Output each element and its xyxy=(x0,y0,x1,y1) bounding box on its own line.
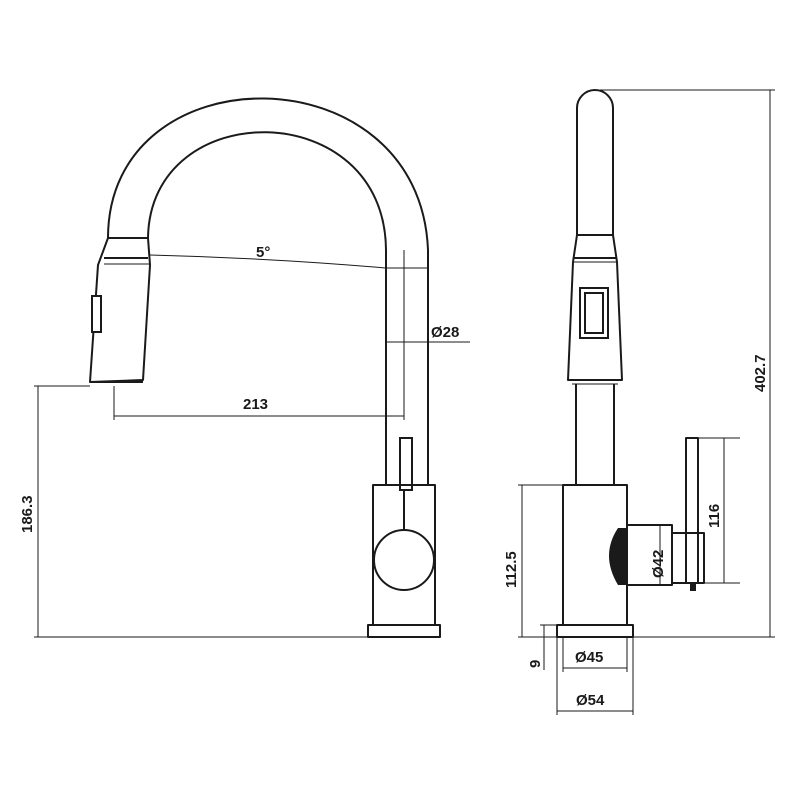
handle-height-label: 116 xyxy=(706,504,723,528)
handle-diameter-label: Ø42 xyxy=(650,550,667,578)
angle-label: 5° xyxy=(256,244,270,261)
handle-hub xyxy=(373,529,435,591)
side-handle-lever xyxy=(685,437,699,584)
front-view xyxy=(89,97,441,638)
side-spray-button-inner xyxy=(584,292,604,334)
spray-button xyxy=(91,295,102,333)
spout-arc-inner xyxy=(147,131,387,251)
total-height-label: 402.7 xyxy=(752,354,769,392)
front-dimensions: 5° Ø28 213 186.3 xyxy=(19,244,470,638)
side-spout-top xyxy=(576,89,614,235)
side-dimensions: 402.7 116 Ø42 112.5 9 Ø45 Ø54 xyxy=(503,89,775,715)
side-handle-cutout xyxy=(609,528,627,585)
handle-lever xyxy=(399,437,413,491)
spray-head xyxy=(89,237,151,383)
base-thickness-label: 9 xyxy=(527,660,544,668)
body-diameter-label: Ø45 xyxy=(575,649,603,666)
base-plate xyxy=(367,624,441,638)
side-handle-cap xyxy=(671,532,705,584)
body-height-label: 112.5 xyxy=(503,551,520,588)
side-handle-pin xyxy=(690,583,696,591)
angle-line xyxy=(149,254,387,269)
hose-diameter-label: Ø28 xyxy=(431,324,459,341)
reach-label: 213 xyxy=(243,396,268,413)
side-view xyxy=(556,89,705,638)
side-base-plate xyxy=(556,624,634,638)
spout-height-label: 186.3 xyxy=(19,495,36,533)
base-diameter-label: Ø54 xyxy=(576,692,605,709)
spout-arc-outer xyxy=(107,97,429,251)
